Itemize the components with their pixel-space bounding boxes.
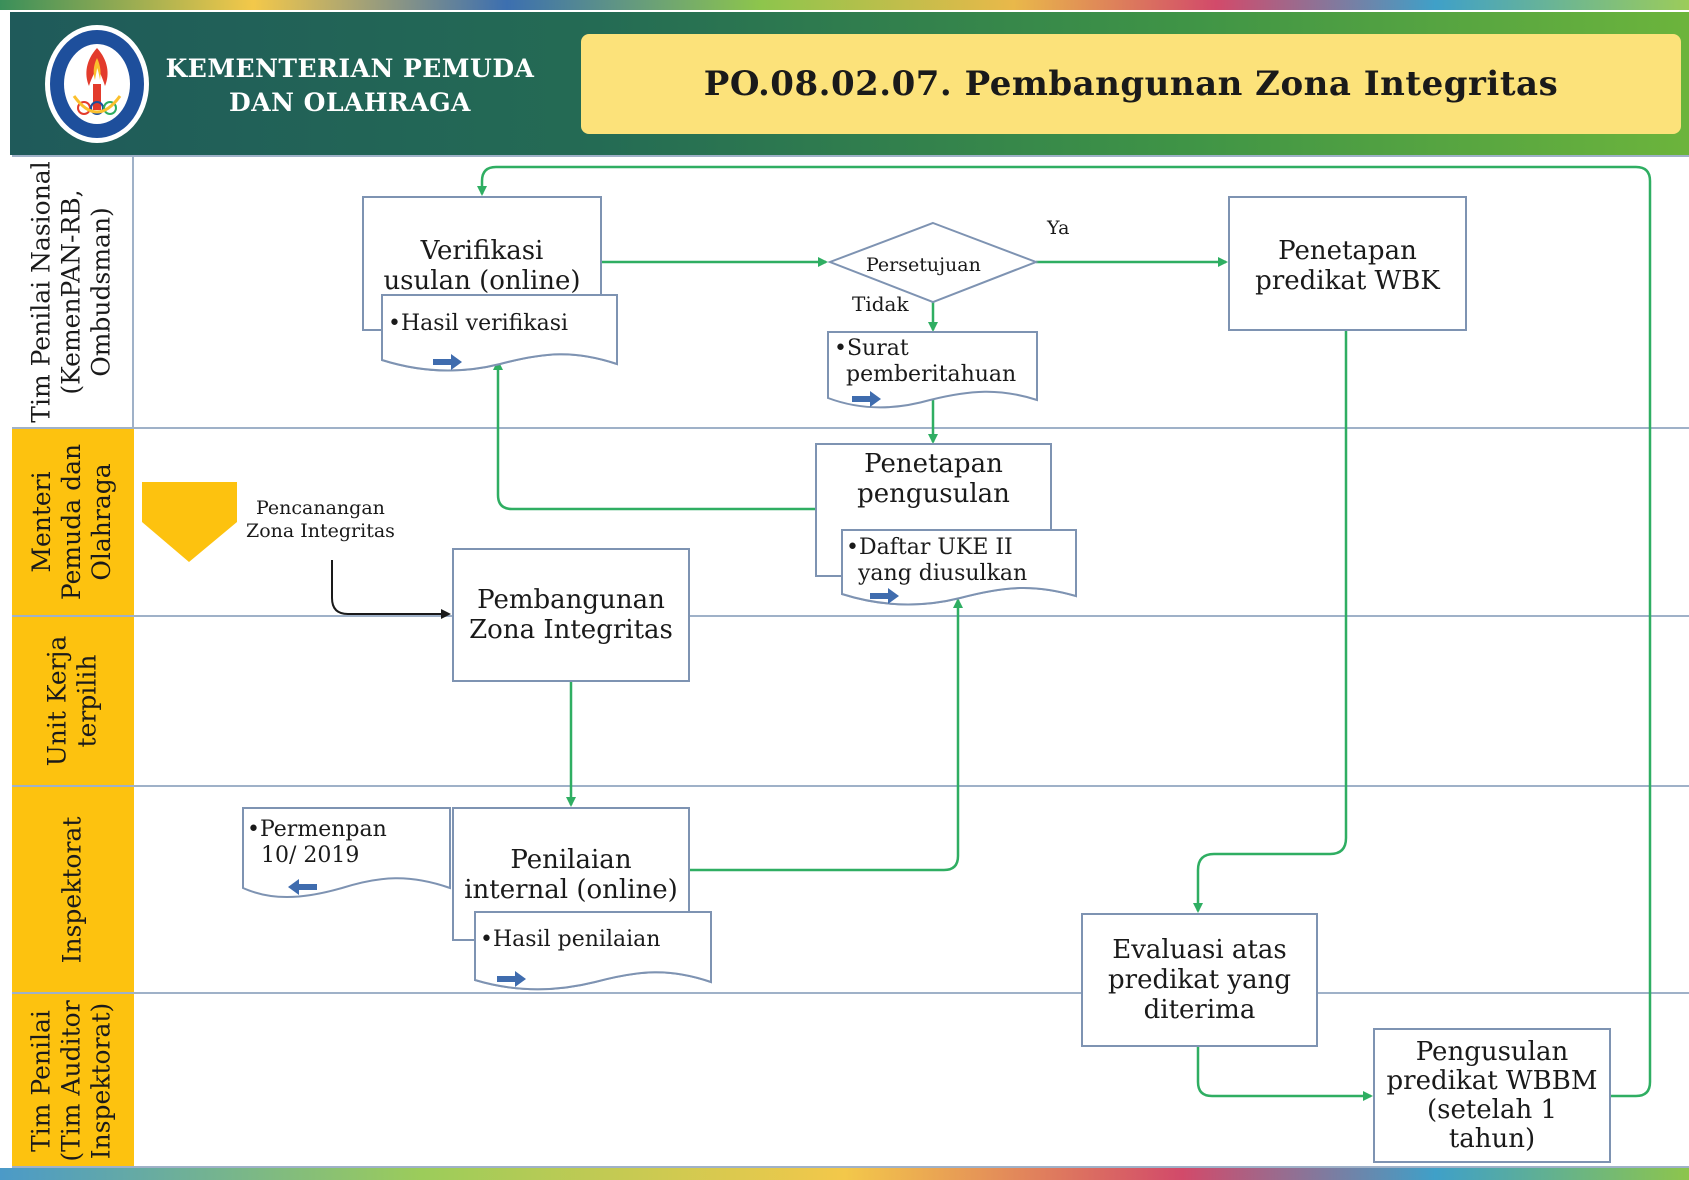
connector-wbbm-loop bbox=[477, 165, 1652, 1098]
penetapan-pengusulan-line1: Penetapan bbox=[864, 449, 1003, 479]
permenpan-line2: 10/ 2019 bbox=[261, 843, 360, 868]
doc-arrow-icon bbox=[852, 391, 881, 407]
hasil-verifikasi-text: •Hasil verifikasi bbox=[388, 311, 569, 336]
lane-label-bg-3 bbox=[12, 617, 134, 785]
lane-label-bg-1 bbox=[12, 157, 134, 427]
persetujuan-diamond bbox=[827, 221, 1039, 304]
lane-divider bbox=[12, 615, 1689, 617]
doc-permenpan-shape bbox=[242, 807, 451, 898]
surat-line1: •Surat bbox=[834, 336, 909, 361]
connector-start bbox=[331, 560, 451, 619]
pengusulan-wbbm-line4: tahun) bbox=[1448, 1123, 1536, 1154]
evaluasi-line3: diterima bbox=[1143, 995, 1256, 1025]
penilaian-line2: internal (online) bbox=[464, 875, 678, 905]
evaluasi-box: Evaluasi atas predikat yang diterima bbox=[1081, 913, 1318, 1047]
connector-evaluasi-wbbm bbox=[1196, 1046, 1373, 1101]
penetapan-wbk-line2: predikat WBK bbox=[1255, 266, 1440, 296]
title-box: PO.08.02.07. Pembangunan Zona Integritas bbox=[581, 34, 1681, 134]
daftar-uke-line1: •Daftar UKE II bbox=[846, 535, 1013, 560]
doc-hasil-penilaian-overlay bbox=[474, 911, 712, 991]
doc-daftar-uke-overlay bbox=[841, 529, 1077, 606]
permenpan-line1: •Permenpan bbox=[247, 817, 387, 842]
connector-wbk-evaluasi bbox=[1193, 331, 1348, 913]
lane-divider bbox=[12, 155, 1689, 157]
top-color-strip bbox=[0, 0, 1689, 10]
lane-divider bbox=[12, 785, 1689, 787]
penetapan-wbk-line1: Penetapan bbox=[1278, 236, 1417, 266]
pencanangan-line1: Pencanangan bbox=[255, 497, 385, 519]
pengusulan-wbbm-line3: (setelah 1 bbox=[1426, 1094, 1558, 1125]
surat-text: •Surat pemberitahuan bbox=[834, 336, 1016, 388]
ya-label: Ya bbox=[1047, 217, 1070, 239]
kemenpora-logo-icon bbox=[45, 25, 149, 143]
pembangunan-line1: Pembangunan bbox=[477, 585, 665, 615]
lane-divider bbox=[12, 992, 1689, 994]
doc-hasil-verifikasi-overlay bbox=[381, 294, 618, 372]
start-marker-icon bbox=[142, 482, 237, 562]
doc-arrow-icon bbox=[288, 879, 317, 895]
lane-divider bbox=[12, 1166, 1689, 1168]
lane-divider bbox=[12, 427, 1689, 429]
penilaian-line1: Penilaian bbox=[510, 845, 632, 875]
lane-label-bg-4 bbox=[12, 787, 134, 992]
ministry-name-line1: KEMENTERIAN PEMUDA bbox=[165, 54, 535, 83]
lane-label-bg-5 bbox=[12, 994, 134, 1168]
pencanangan-label: Pencanangan Zona Integritas bbox=[246, 497, 395, 543]
doc-arrow-icon bbox=[497, 971, 526, 987]
pengusulan-wbbm-line1: Pengusulan bbox=[1415, 1036, 1569, 1067]
daftar-uke-line2: yang diusulkan bbox=[858, 561, 1028, 586]
bottom-color-strip bbox=[0, 1168, 1689, 1180]
connector-penilaian-daftar bbox=[689, 598, 963, 872]
persetujuan-label: Persetujuan bbox=[866, 254, 981, 276]
verifikasi-line1: Verifikasi bbox=[420, 236, 544, 266]
evaluasi-line1: Evaluasi atas bbox=[1112, 935, 1287, 965]
hasil-penilaian-text: •Hasil penilaian bbox=[480, 927, 661, 952]
pembangunan-zona-box: Pembangunan Zona Integritas bbox=[452, 548, 690, 682]
doc-arrow-icon bbox=[433, 354, 462, 370]
tidak-label: Tidak bbox=[852, 292, 909, 316]
penetapan-wbk-box: Penetapan predikat WBK bbox=[1228, 196, 1467, 331]
pengusulan-wbbm-box: Pengusulan predikat WBBM (setelah 1 tahu… bbox=[1373, 1028, 1611, 1163]
connector-pengusulan-verifikasi bbox=[493, 360, 815, 511]
doc-arrow-icon bbox=[870, 588, 899, 604]
doc-surat-shape bbox=[827, 331, 1038, 409]
pencanangan-line2: Zona Integritas bbox=[246, 520, 395, 542]
surat-line2: pemberitahuan bbox=[846, 362, 1017, 387]
evaluasi-line2: predikat yang bbox=[1108, 965, 1291, 995]
pembangunan-line2: Zona Integritas bbox=[469, 615, 673, 645]
ministry-name-line2: DAN OLAHRAGA bbox=[229, 88, 471, 117]
verifikasi-line2: usulan (online) bbox=[383, 266, 581, 296]
page-title: PO.08.02.07. Pembangunan Zona Integritas bbox=[703, 64, 1559, 104]
lane-label-bg-2 bbox=[12, 429, 134, 615]
daftar-uke-text: •Daftar UKE II yang diusulkan bbox=[846, 535, 1027, 587]
pengusulan-wbbm-line2: predikat WBBM bbox=[1386, 1065, 1598, 1096]
penetapan-pengusulan-line2: pengusulan bbox=[857, 479, 1010, 509]
permenpan-text: •Permenpan 10/ 2019 bbox=[247, 817, 387, 869]
ministry-name: KEMENTERIAN PEMUDA DAN OLAHRAGA bbox=[160, 52, 540, 120]
